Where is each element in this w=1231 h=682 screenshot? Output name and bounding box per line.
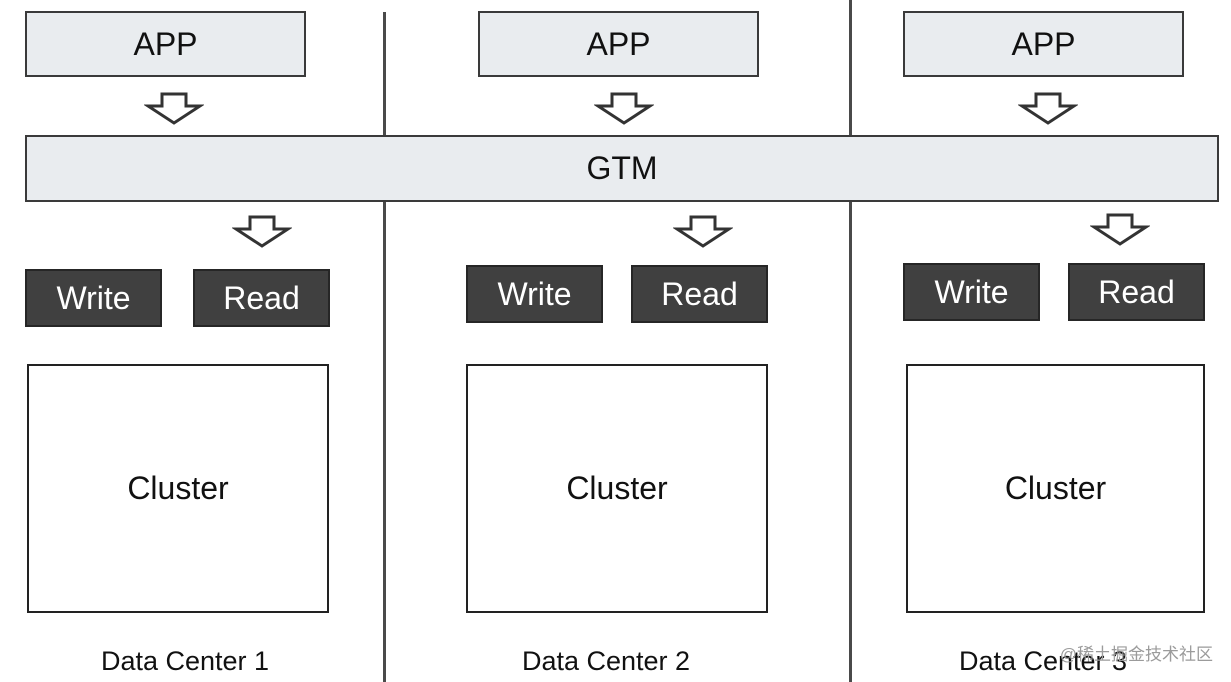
- read-box-dc2: Read: [631, 265, 768, 323]
- column-divider-2-lower: [849, 201, 852, 682]
- down-arrow-icon: [1090, 213, 1150, 246]
- column-divider-1-lower: [383, 201, 386, 682]
- write-box-dc2: Write: [466, 265, 603, 323]
- read-box-dc3: Read: [1068, 263, 1205, 321]
- down-arrow-icon: [144, 92, 204, 125]
- watermark: @稀土掘金技术社区: [1059, 645, 1213, 664]
- app-box-dc3: APP: [903, 11, 1184, 77]
- cluster-box-dc1: Cluster: [27, 364, 329, 613]
- down-arrow-icon: [1018, 92, 1078, 125]
- column-divider-2: [849, 0, 852, 136]
- datacenter-label-2: Data Center 2: [521, 646, 691, 676]
- cluster-box-dc3: Cluster: [906, 364, 1205, 613]
- read-box-dc1: Read: [193, 269, 330, 327]
- datacenter-label-3: Data Center 3: [958, 646, 1128, 676]
- app-box-dc2: APP: [478, 11, 759, 77]
- write-box-dc3: Write: [903, 263, 1040, 321]
- down-arrow-icon: [232, 215, 292, 248]
- down-arrow-icon: [594, 92, 654, 125]
- down-arrow-icon: [673, 215, 733, 248]
- app-box-dc1: APP: [25, 11, 306, 77]
- write-box-dc1: Write: [25, 269, 162, 327]
- cluster-box-dc2: Cluster: [466, 364, 768, 613]
- datacenter-label-1: Data Center 1: [100, 646, 270, 676]
- gtm-bar: GTM: [25, 135, 1219, 202]
- column-divider-1: [383, 12, 386, 136]
